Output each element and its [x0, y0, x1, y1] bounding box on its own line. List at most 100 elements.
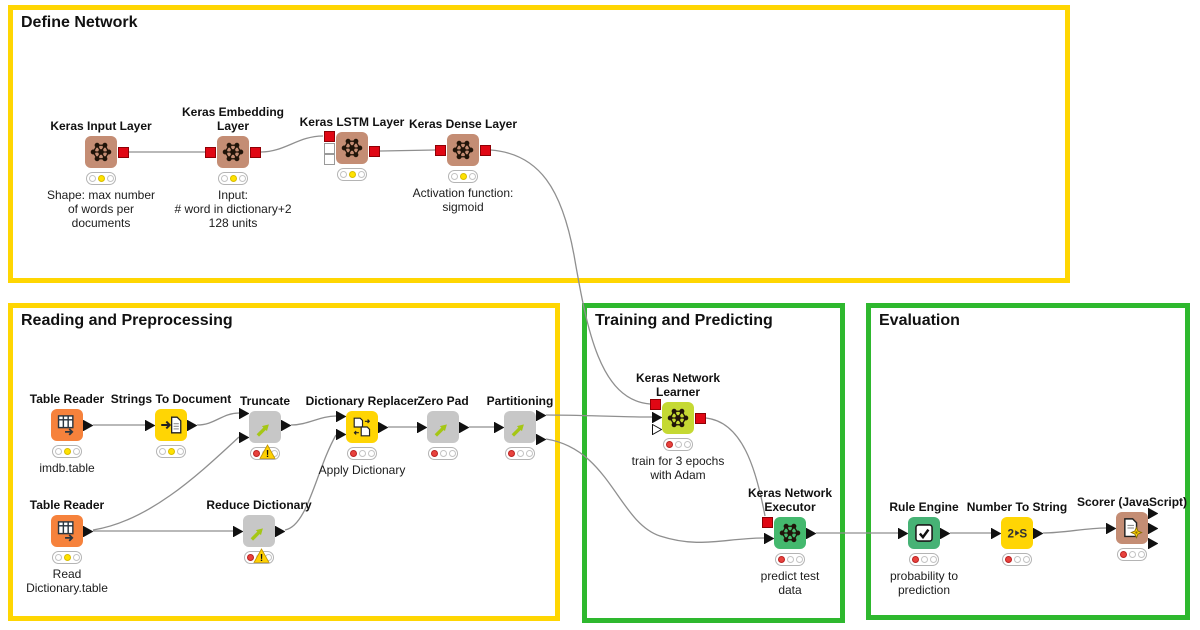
keras-input-layer[interactable] — [85, 136, 117, 168]
keras-network-learner-input-port-1[interactable] — [652, 411, 662, 423]
scorer-javascript-output-port-3[interactable] — [1148, 537, 1158, 549]
keras-network-learner-traffic-light — [663, 438, 693, 451]
rule-engine-input-port-0[interactable] — [898, 527, 908, 539]
keras-network-learner-input-port-2[interactable] — [652, 423, 662, 435]
keras-lstm-layer[interactable] — [336, 132, 368, 164]
keras-embedding-layer[interactable] — [217, 136, 249, 168]
keras-embedding-layer-output-port-1[interactable] — [250, 146, 261, 158]
connection-reduce-dictionary-to-dictionary-replacer[interactable] — [284, 434, 337, 531]
table-reader-2-title: Table Reader — [29, 498, 105, 512]
annotation-title: Evaluation — [879, 312, 960, 329]
keras-input-layer-output-port-0[interactable] — [118, 146, 129, 158]
dictionary-replacer-input-port-0[interactable] — [336, 410, 346, 422]
rule-engine-title: Rule Engine — [889, 500, 959, 514]
table-reader-1[interactable] — [51, 409, 83, 441]
connection-truncate-to-dictionary-replacer[interactable] — [290, 415, 337, 426]
keras-dense-layer-output-port-1[interactable] — [480, 144, 491, 156]
truncate-input-port-1[interactable] — [239, 431, 249, 443]
partitioning-output-port-1[interactable] — [536, 409, 546, 421]
strings-to-document-title: Strings To Document — [110, 392, 232, 406]
zero-pad-output-port-1[interactable] — [459, 421, 469, 433]
table-reader-2-output-port-0[interactable] — [83, 525, 93, 537]
rule-engine[interactable] — [908, 517, 940, 549]
annotation-box-evaluation[interactable]: Evaluation — [866, 303, 1190, 620]
dictionary-replacer-icon — [349, 414, 375, 440]
connection-number-to-string-to-scorer-javascript[interactable] — [1042, 527, 1107, 534]
truncate-output-port-2[interactable] — [281, 419, 291, 431]
connection-keras-lstm-layer-to-keras-dense-layer[interactable] — [379, 149, 436, 152]
partitioning-output-port-2[interactable] — [536, 433, 546, 445]
dictionary-replacer-output-port-2[interactable] — [378, 421, 388, 433]
scorer-javascript-output-port-1[interactable] — [1148, 507, 1158, 519]
connection-keras-network-learner-to-keras-network-executor[interactable] — [705, 417, 766, 517]
strings-to-document[interactable] — [155, 409, 187, 441]
connection-table-reader-2-to-truncate[interactable] — [92, 436, 240, 531]
partitioning-input-port-0[interactable] — [494, 421, 504, 433]
keras-lstm-layer-input-port-2[interactable] — [324, 153, 335, 165]
keras-network-executor-input-port-0[interactable] — [762, 516, 773, 528]
connection-keras-embedding-layer-to-keras-lstm-layer[interactable] — [260, 135, 324, 153]
connection-strings-to-document-to-truncate[interactable] — [196, 412, 240, 426]
dictionary-replacer[interactable] — [346, 411, 378, 443]
svg-text:!: ! — [260, 553, 263, 564]
connection-partitioning-to-keras-network-learner[interactable] — [545, 414, 653, 418]
connection-partitioning-to-keras-network-executor[interactable] — [545, 438, 765, 543]
table-reader-icon — [54, 412, 80, 438]
rule-engine-output-port-1[interactable] — [940, 527, 950, 539]
reduce-dictionary[interactable] — [243, 515, 275, 547]
keras-network-icon — [450, 137, 476, 163]
truncate-input-port-0[interactable] — [239, 407, 249, 419]
checkbox-icon — [911, 520, 937, 546]
strings-to-document-input-port-0[interactable] — [145, 419, 155, 431]
keras-embedding-layer-title: Keras Embedding Layer — [181, 105, 285, 133]
keras-input-layer-title: Keras Input Layer — [50, 119, 152, 133]
number-to-string-input-port-0[interactable] — [991, 527, 1001, 539]
component-arrow-icon — [252, 414, 278, 440]
annotation-box-reading-and-preprocessing[interactable]: Reading and Preprocessing — [8, 303, 560, 621]
keras-lstm-layer-input-port-1[interactable] — [324, 142, 335, 154]
strings-to-document-output-port-1[interactable] — [187, 419, 197, 431]
scorer-javascript-input-port-0[interactable] — [1106, 522, 1116, 534]
keras-lstm-layer-output-port-3[interactable] — [369, 145, 380, 157]
annotation-box-training-and-predicting[interactable]: Training and Predicting — [582, 303, 845, 623]
keras-network-learner-input-port-0[interactable] — [650, 398, 661, 410]
dictionary-replacer-input-port-1[interactable] — [336, 428, 346, 440]
status-dot-red — [220, 175, 228, 182]
table-reader-1-output-port-0[interactable] — [83, 419, 93, 431]
truncate[interactable] — [249, 411, 281, 443]
keras-network-icon — [777, 520, 803, 546]
status-dot-red — [450, 173, 458, 180]
status-dot-green — [72, 554, 80, 561]
reduce-dictionary-output-port-1[interactable] — [275, 525, 285, 537]
keras-network-executor-input-port-1[interactable] — [764, 532, 774, 544]
keras-network-learner-output-port-3[interactable] — [695, 412, 706, 424]
partitioning-title: Partitioning — [486, 394, 554, 408]
status-dot-green — [72, 448, 80, 455]
truncate-warning-icon: ! — [259, 444, 276, 460]
status-dot-green — [683, 441, 691, 448]
keras-network-executor-output-port-2[interactable] — [806, 527, 816, 539]
connection-keras-dense-layer-to-keras-network-learner[interactable] — [490, 149, 651, 405]
keras-lstm-layer-input-port-0[interactable] — [324, 130, 335, 142]
scorer-javascript[interactable] — [1116, 512, 1148, 544]
annotation-box-define-network[interactable]: Define Network — [8, 5, 1070, 283]
scorer-javascript-title: Scorer (JavaScript) — [1076, 495, 1188, 509]
svg-text:2: 2 — [1008, 527, 1015, 540]
partitioning[interactable] — [504, 411, 536, 443]
number-to-string-output-port-1[interactable] — [1033, 527, 1043, 539]
scorer-javascript-output-port-2[interactable] — [1148, 522, 1158, 534]
zero-pad[interactable] — [427, 411, 459, 443]
keras-dense-layer-input-port-0[interactable] — [435, 144, 446, 156]
status-dot-red — [911, 556, 919, 563]
table-reader-2[interactable] — [51, 515, 83, 547]
zero-pad-input-port-0[interactable] — [417, 421, 427, 433]
component-arrow-icon — [507, 414, 533, 440]
reduce-dictionary-input-port-0[interactable] — [233, 525, 243, 537]
keras-network-learner[interactable] — [662, 402, 694, 434]
keras-dense-layer[interactable] — [447, 134, 479, 166]
zero-pad-traffic-light — [428, 447, 458, 460]
keras-network-executor[interactable] — [774, 517, 806, 549]
keras-embedding-layer-input-port-0[interactable] — [205, 146, 216, 158]
